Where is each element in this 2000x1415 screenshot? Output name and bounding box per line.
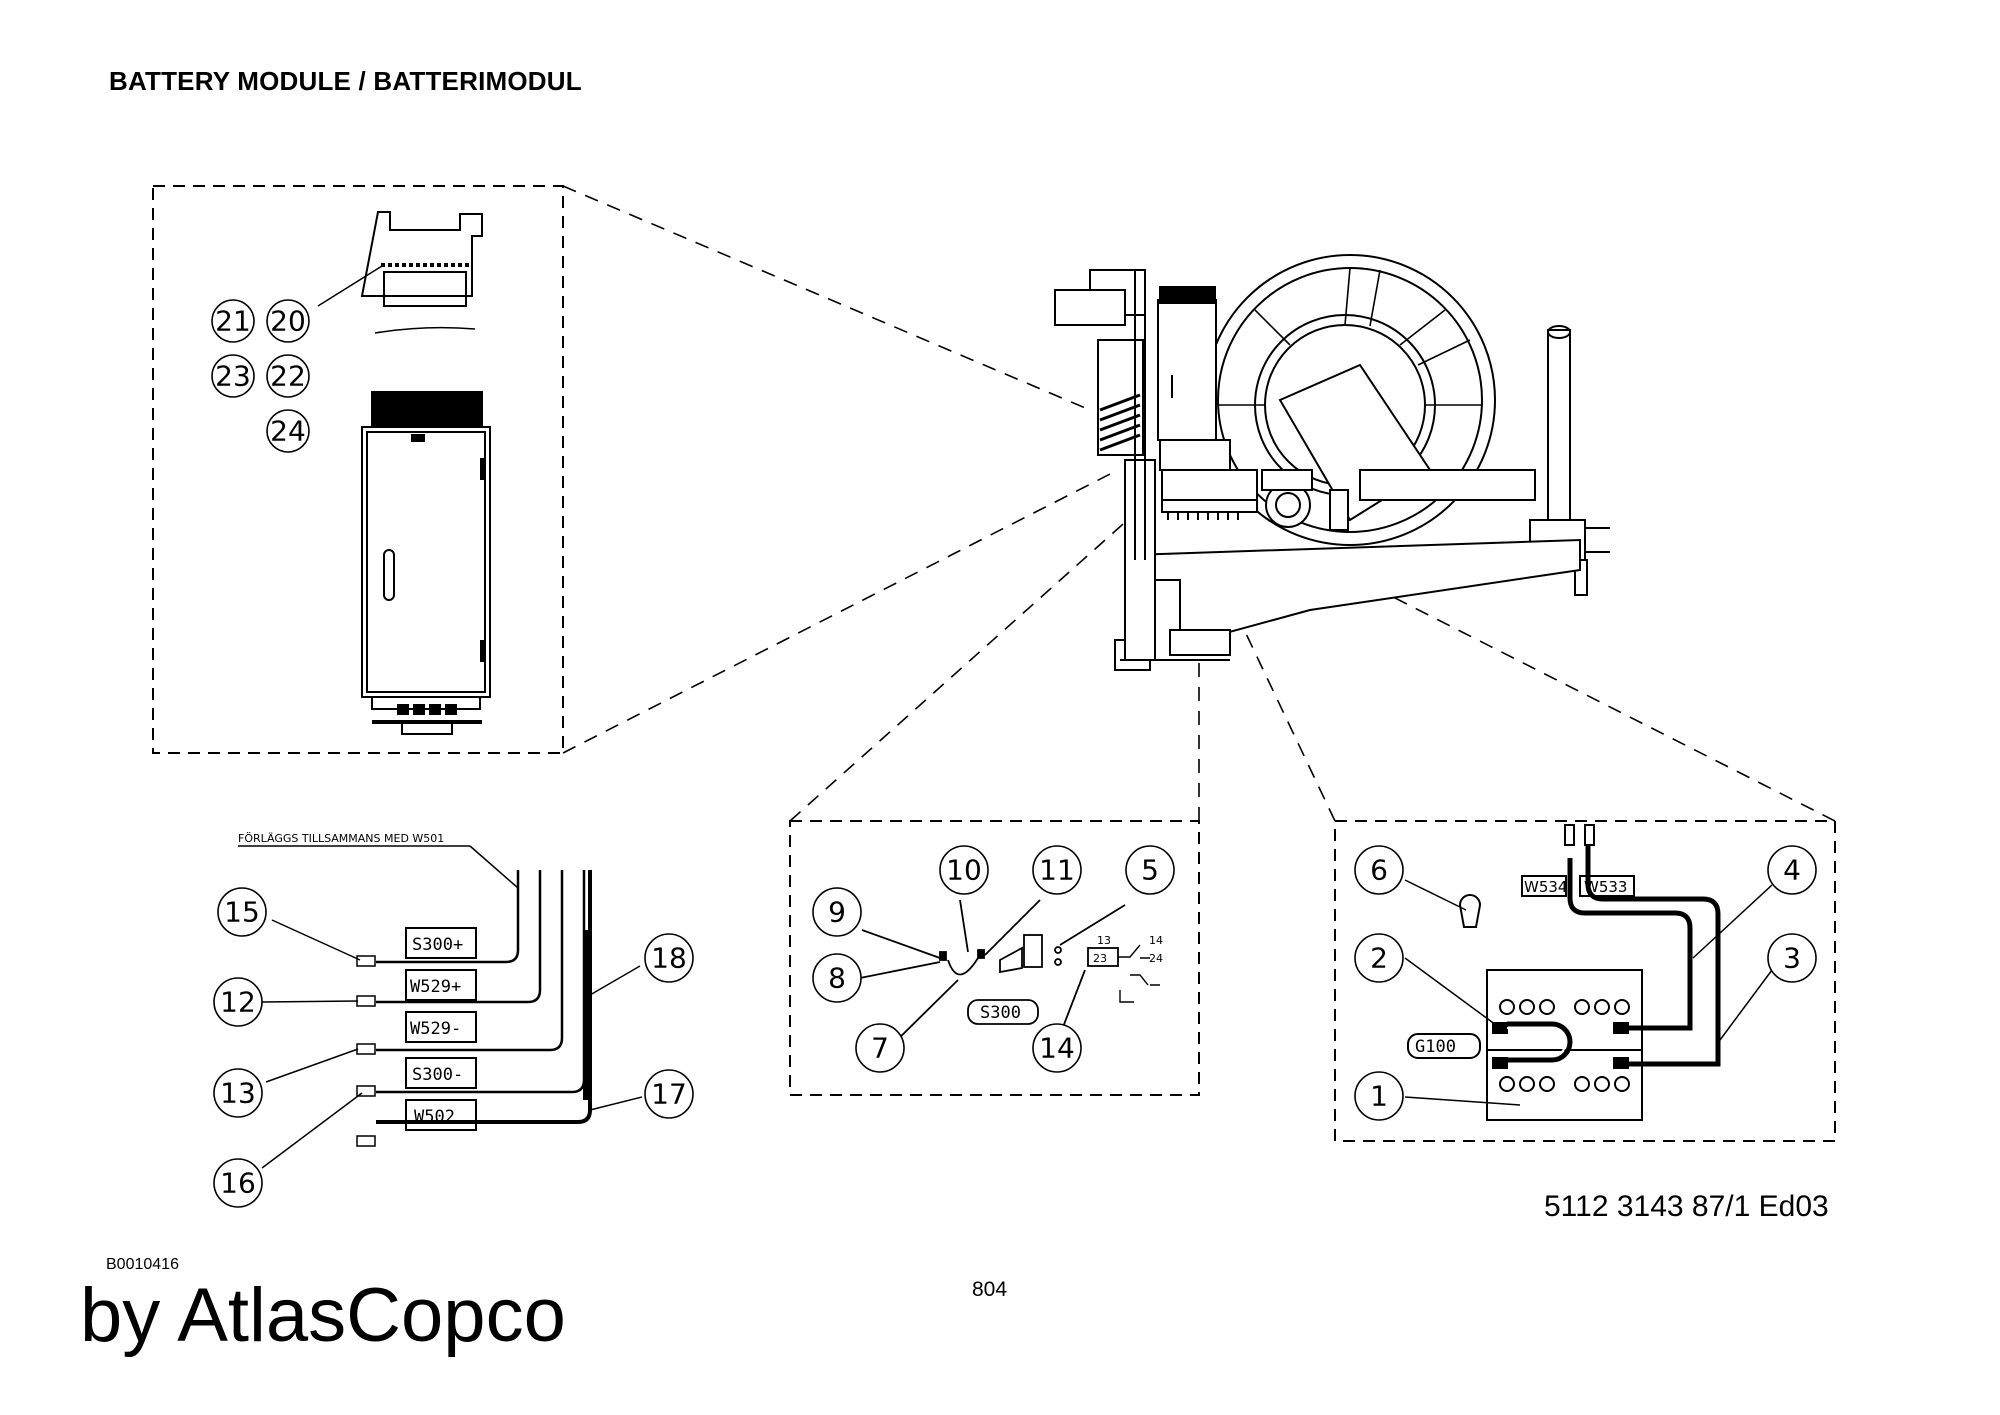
svg-text:2: 2 [1370, 942, 1388, 975]
battery-drawing [1404, 824, 1773, 1121]
svg-text:7: 7 [871, 1032, 889, 1065]
callout-14: 14 [1032, 1023, 1082, 1073]
callout-10: 10 [939, 845, 989, 895]
cable-bundle-drawing [238, 845, 643, 1169]
svg-text:10: 10 [946, 854, 982, 887]
svg-text:15: 15 [224, 896, 260, 929]
callout-17: 17 [644, 1069, 694, 1119]
callout-12: 12 [213, 977, 263, 1027]
svg-text:1: 1 [1370, 1080, 1388, 1113]
callout-9: 9 [812, 887, 862, 937]
callout-23: 23 [211, 354, 255, 398]
svg-text:22: 22 [270, 360, 306, 393]
battery-cabinet-drawing [360, 211, 491, 735]
svg-text:13: 13 [220, 1077, 256, 1110]
svg-text:8: 8 [828, 962, 846, 995]
callout-7: 7 [855, 1023, 905, 1073]
callout-balloons: 21 20 23 22 24 15 12 13 16 18 17 9 8 7 1… [211, 299, 1817, 1208]
callout-8: 8 [812, 953, 862, 1003]
svg-text:9: 9 [828, 896, 846, 929]
switch-tag-label: S300 [980, 1003, 1021, 1023]
callout-22: 22 [266, 354, 310, 398]
callout-20: 20 [266, 299, 310, 343]
svg-text:23: 23 [215, 360, 251, 393]
contact-24-label: 24 [1149, 952, 1163, 965]
contact-13-label: 13 [1097, 934, 1111, 947]
callout-11: 11 [1032, 845, 1082, 895]
svg-text:20: 20 [270, 305, 306, 338]
svg-text:24: 24 [270, 415, 306, 448]
page-title: BATTERY MODULE / BATTERIMODUL [109, 66, 582, 96]
contact-14-label: 14 [1149, 934, 1163, 947]
callout-24: 24 [266, 409, 310, 453]
callout-4: 4 [1767, 845, 1817, 895]
callout-16: 16 [213, 1158, 263, 1208]
callout-6: 6 [1354, 845, 1404, 895]
svg-text:18: 18 [651, 942, 687, 975]
svg-text:17: 17 [651, 1078, 687, 1111]
svg-text:6: 6 [1370, 854, 1388, 887]
svg-text:12: 12 [220, 986, 256, 1019]
cable-label-w534: W534 [1524, 878, 1567, 896]
callout-5: 5 [1125, 845, 1175, 895]
zoom-lines [562, 185, 1836, 822]
cable-label-w502: W502 [414, 1107, 455, 1127]
battery-detail-frame [1334, 820, 1836, 1142]
svg-text:11: 11 [1039, 854, 1075, 887]
svg-text:3: 3 [1783, 942, 1801, 975]
cable-label-w533: W533 [1584, 878, 1627, 896]
callout-13: 13 [213, 1068, 263, 1118]
contact-23-label: 23 [1093, 952, 1107, 965]
battery-tag-label: G100 [1415, 1037, 1456, 1057]
svg-text:5: 5 [1141, 854, 1159, 887]
svg-text:21: 21 [215, 305, 251, 338]
callout-15: 15 [217, 887, 267, 937]
cabinet-detail-frame [152, 185, 564, 754]
svg-text:16: 16 [220, 1167, 256, 1200]
page-number: 804 [972, 1278, 1008, 1301]
document-number: 5112 3143 87/1 Ed03 [1544, 1190, 1829, 1223]
cable-label-s300-plus: S300+ [412, 935, 463, 955]
brand-logo-text: by AtlasCopco [80, 1273, 566, 1358]
svg-text:4: 4 [1783, 854, 1801, 887]
callout-3: 3 [1767, 933, 1817, 983]
callout-1: 1 [1354, 1071, 1404, 1121]
cable-label-s300-minus: S300- [412, 1065, 463, 1085]
svg-text:14: 14 [1039, 1032, 1075, 1065]
switch-detail-frame [789, 820, 1200, 1096]
drawing-code: B0010416 [106, 1256, 179, 1273]
callout-18: 18 [644, 933, 694, 983]
cable-label-w529-minus: W529- [410, 1019, 461, 1039]
cable-note-label: FÖRLÄGGS TILLSAMMANS MED W501 [238, 832, 444, 845]
cable-label-w529-plus: W529+ [410, 977, 461, 997]
callout-2: 2 [1354, 933, 1404, 983]
machine-overview [1054, 254, 1610, 671]
switch-drawing [859, 899, 1160, 1051]
callout-21: 21 [211, 299, 255, 343]
